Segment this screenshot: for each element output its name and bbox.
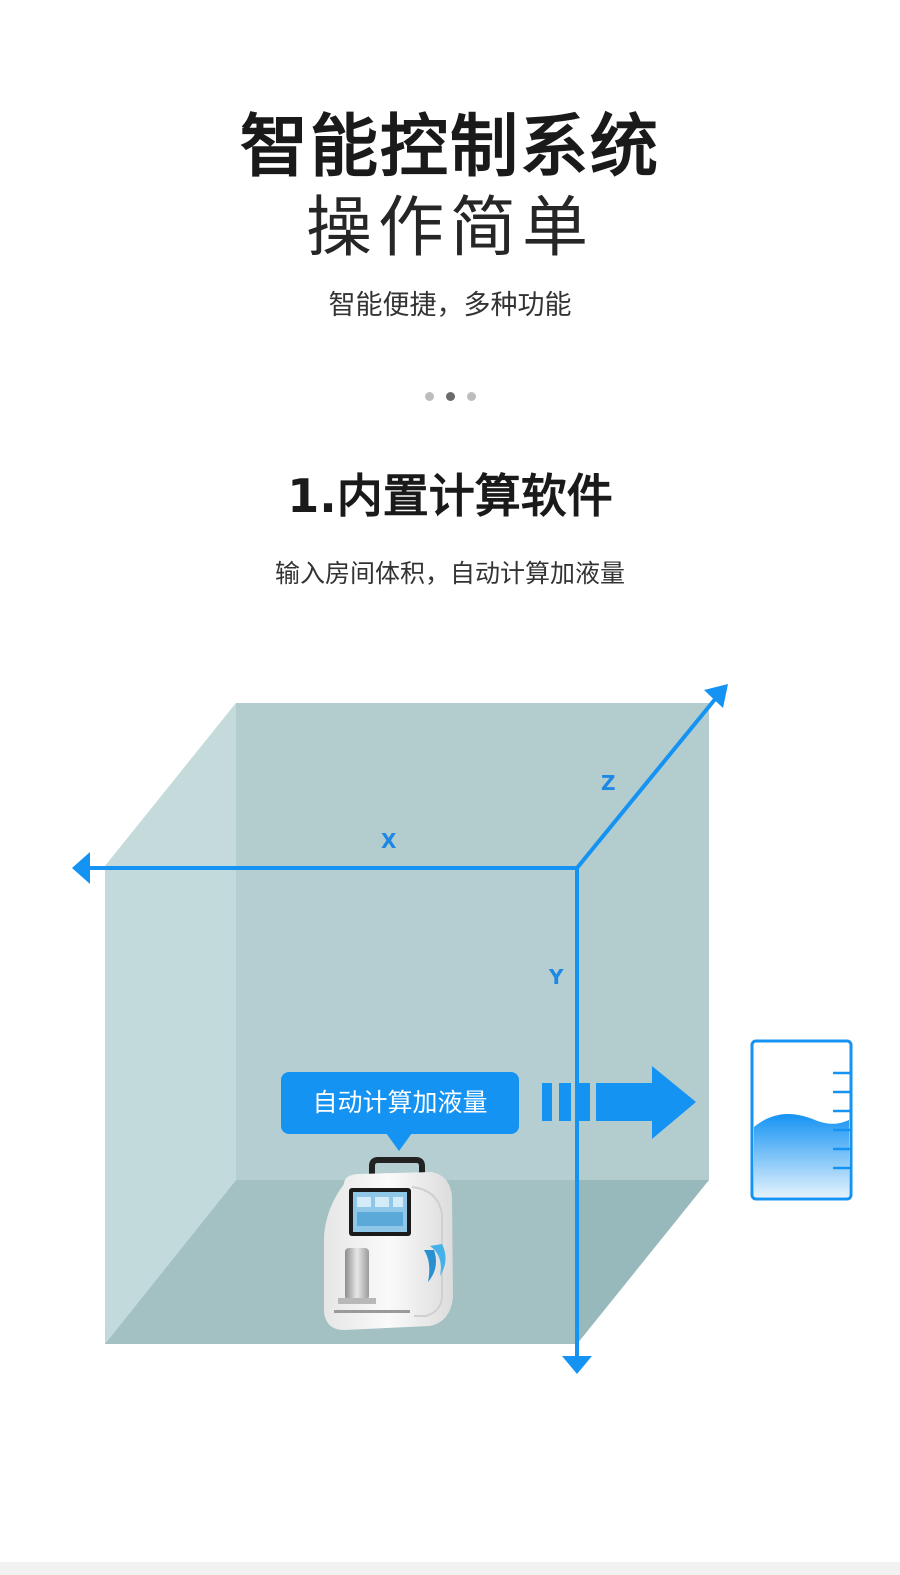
atomizer-device-icon <box>324 1157 453 1330</box>
axis-y-arrowhead <box>562 1356 592 1374</box>
right-arrow-icon <box>542 1066 696 1139</box>
hero-subtitle: 智能便捷，多种功能 <box>328 290 572 321</box>
room-back-wall <box>236 703 709 1180</box>
carousel-dot-2[interactable] <box>445 392 455 401</box>
callout-bubble: 自动计算加液量 <box>281 1072 519 1134</box>
carousel-dots[interactable] <box>0 392 900 401</box>
axis-x-label: X <box>381 829 397 853</box>
beaker-water <box>754 1114 849 1197</box>
axis-z-label: Z <box>601 771 616 795</box>
footer-strip <box>0 1562 900 1575</box>
carousel-dot-1[interactable] <box>424 392 434 401</box>
axis-y-label: Y <box>548 965 564 989</box>
carousel-dot-3[interactable] <box>466 392 476 401</box>
axis-z <box>575 696 718 870</box>
section-title: 1.内置计算软件 <box>287 469 613 523</box>
hero-title-bold: 智能控制系统 <box>239 108 660 187</box>
beaker-icon <box>750 1039 853 1201</box>
section-subtitle: 输入房间体积，自动计算加液量 <box>274 559 625 588</box>
callout-bubble-tail <box>386 1133 412 1151</box>
room-front-band <box>105 703 236 866</box>
axis-x-arrowhead <box>72 852 90 884</box>
hero-title-light: 操作简单 <box>306 189 594 266</box>
axis-z-arrowhead <box>704 684 728 708</box>
